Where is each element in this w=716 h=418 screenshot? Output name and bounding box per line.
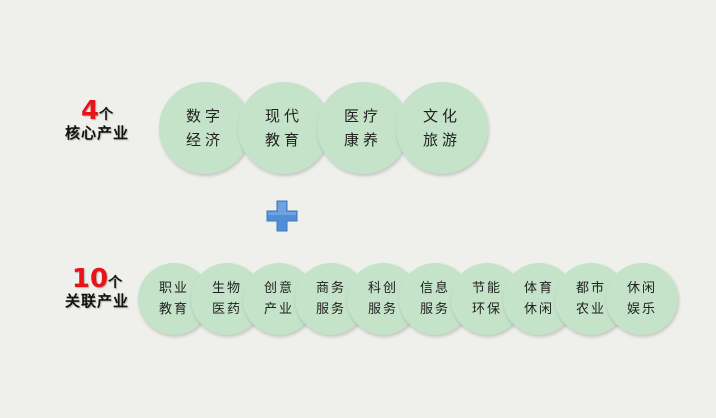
related-item-line2: 服务 <box>315 302 346 317</box>
related-item-line1: 生物 <box>211 281 242 296</box>
core-item-line1: 现代 <box>264 107 303 125</box>
core-item-line1: 文化 <box>422 107 461 125</box>
core-count: 4 <box>80 96 100 126</box>
related-item: 休闲娱乐 <box>606 263 678 335</box>
core-item-line1: 医疗 <box>343 107 382 125</box>
related-item-line1: 职业 <box>158 281 189 296</box>
core-item-line2: 教育 <box>264 131 303 149</box>
related-item-line2: 环保 <box>471 302 502 317</box>
related-item-line1: 体育 <box>523 281 554 296</box>
core-title: 核心产业 <box>64 124 129 142</box>
related-unit: 个 <box>108 275 123 291</box>
core-item: 医疗康养 <box>317 82 409 174</box>
related-industry-label: 10个 关联产业 <box>52 266 142 310</box>
related-item: 职业教育 <box>138 263 210 335</box>
related-item-line1: 商务 <box>315 281 346 296</box>
core-item-line2: 经济 <box>185 131 224 149</box>
related-item-line1: 节能 <box>471 281 502 296</box>
related-item-line2: 服务 <box>419 302 450 317</box>
related-item-line2: 医药 <box>211 302 242 317</box>
core-item-line2: 旅游 <box>422 131 461 149</box>
core-item: 数字经济 <box>159 82 251 174</box>
related-count: 10 <box>71 264 109 294</box>
related-item-line2: 娱乐 <box>626 302 657 317</box>
related-item-line2: 农业 <box>575 302 606 317</box>
related-item-line1: 都市 <box>575 281 606 296</box>
related-item-line2: 产业 <box>263 302 294 317</box>
related-item-line1: 创意 <box>263 281 294 296</box>
related-item-line2: 休闲 <box>523 302 554 317</box>
core-item-line1: 数字 <box>185 107 224 125</box>
related-item-line2: 服务 <box>367 302 398 317</box>
related-item-line1: 科创 <box>367 281 398 296</box>
core-item: 现代教育 <box>238 82 330 174</box>
related-item-line2: 教育 <box>158 302 189 317</box>
core-unit: 个 <box>99 107 114 123</box>
plus-icon <box>266 200 298 232</box>
related-title: 关联产业 <box>64 292 129 310</box>
related-item-line1: 休闲 <box>626 281 657 296</box>
core-industry-label: 4个 核心产业 <box>52 98 142 142</box>
core-item: 文化旅游 <box>396 82 488 174</box>
related-item-line1: 信息 <box>419 281 450 296</box>
core-item-line2: 康养 <box>343 131 382 149</box>
